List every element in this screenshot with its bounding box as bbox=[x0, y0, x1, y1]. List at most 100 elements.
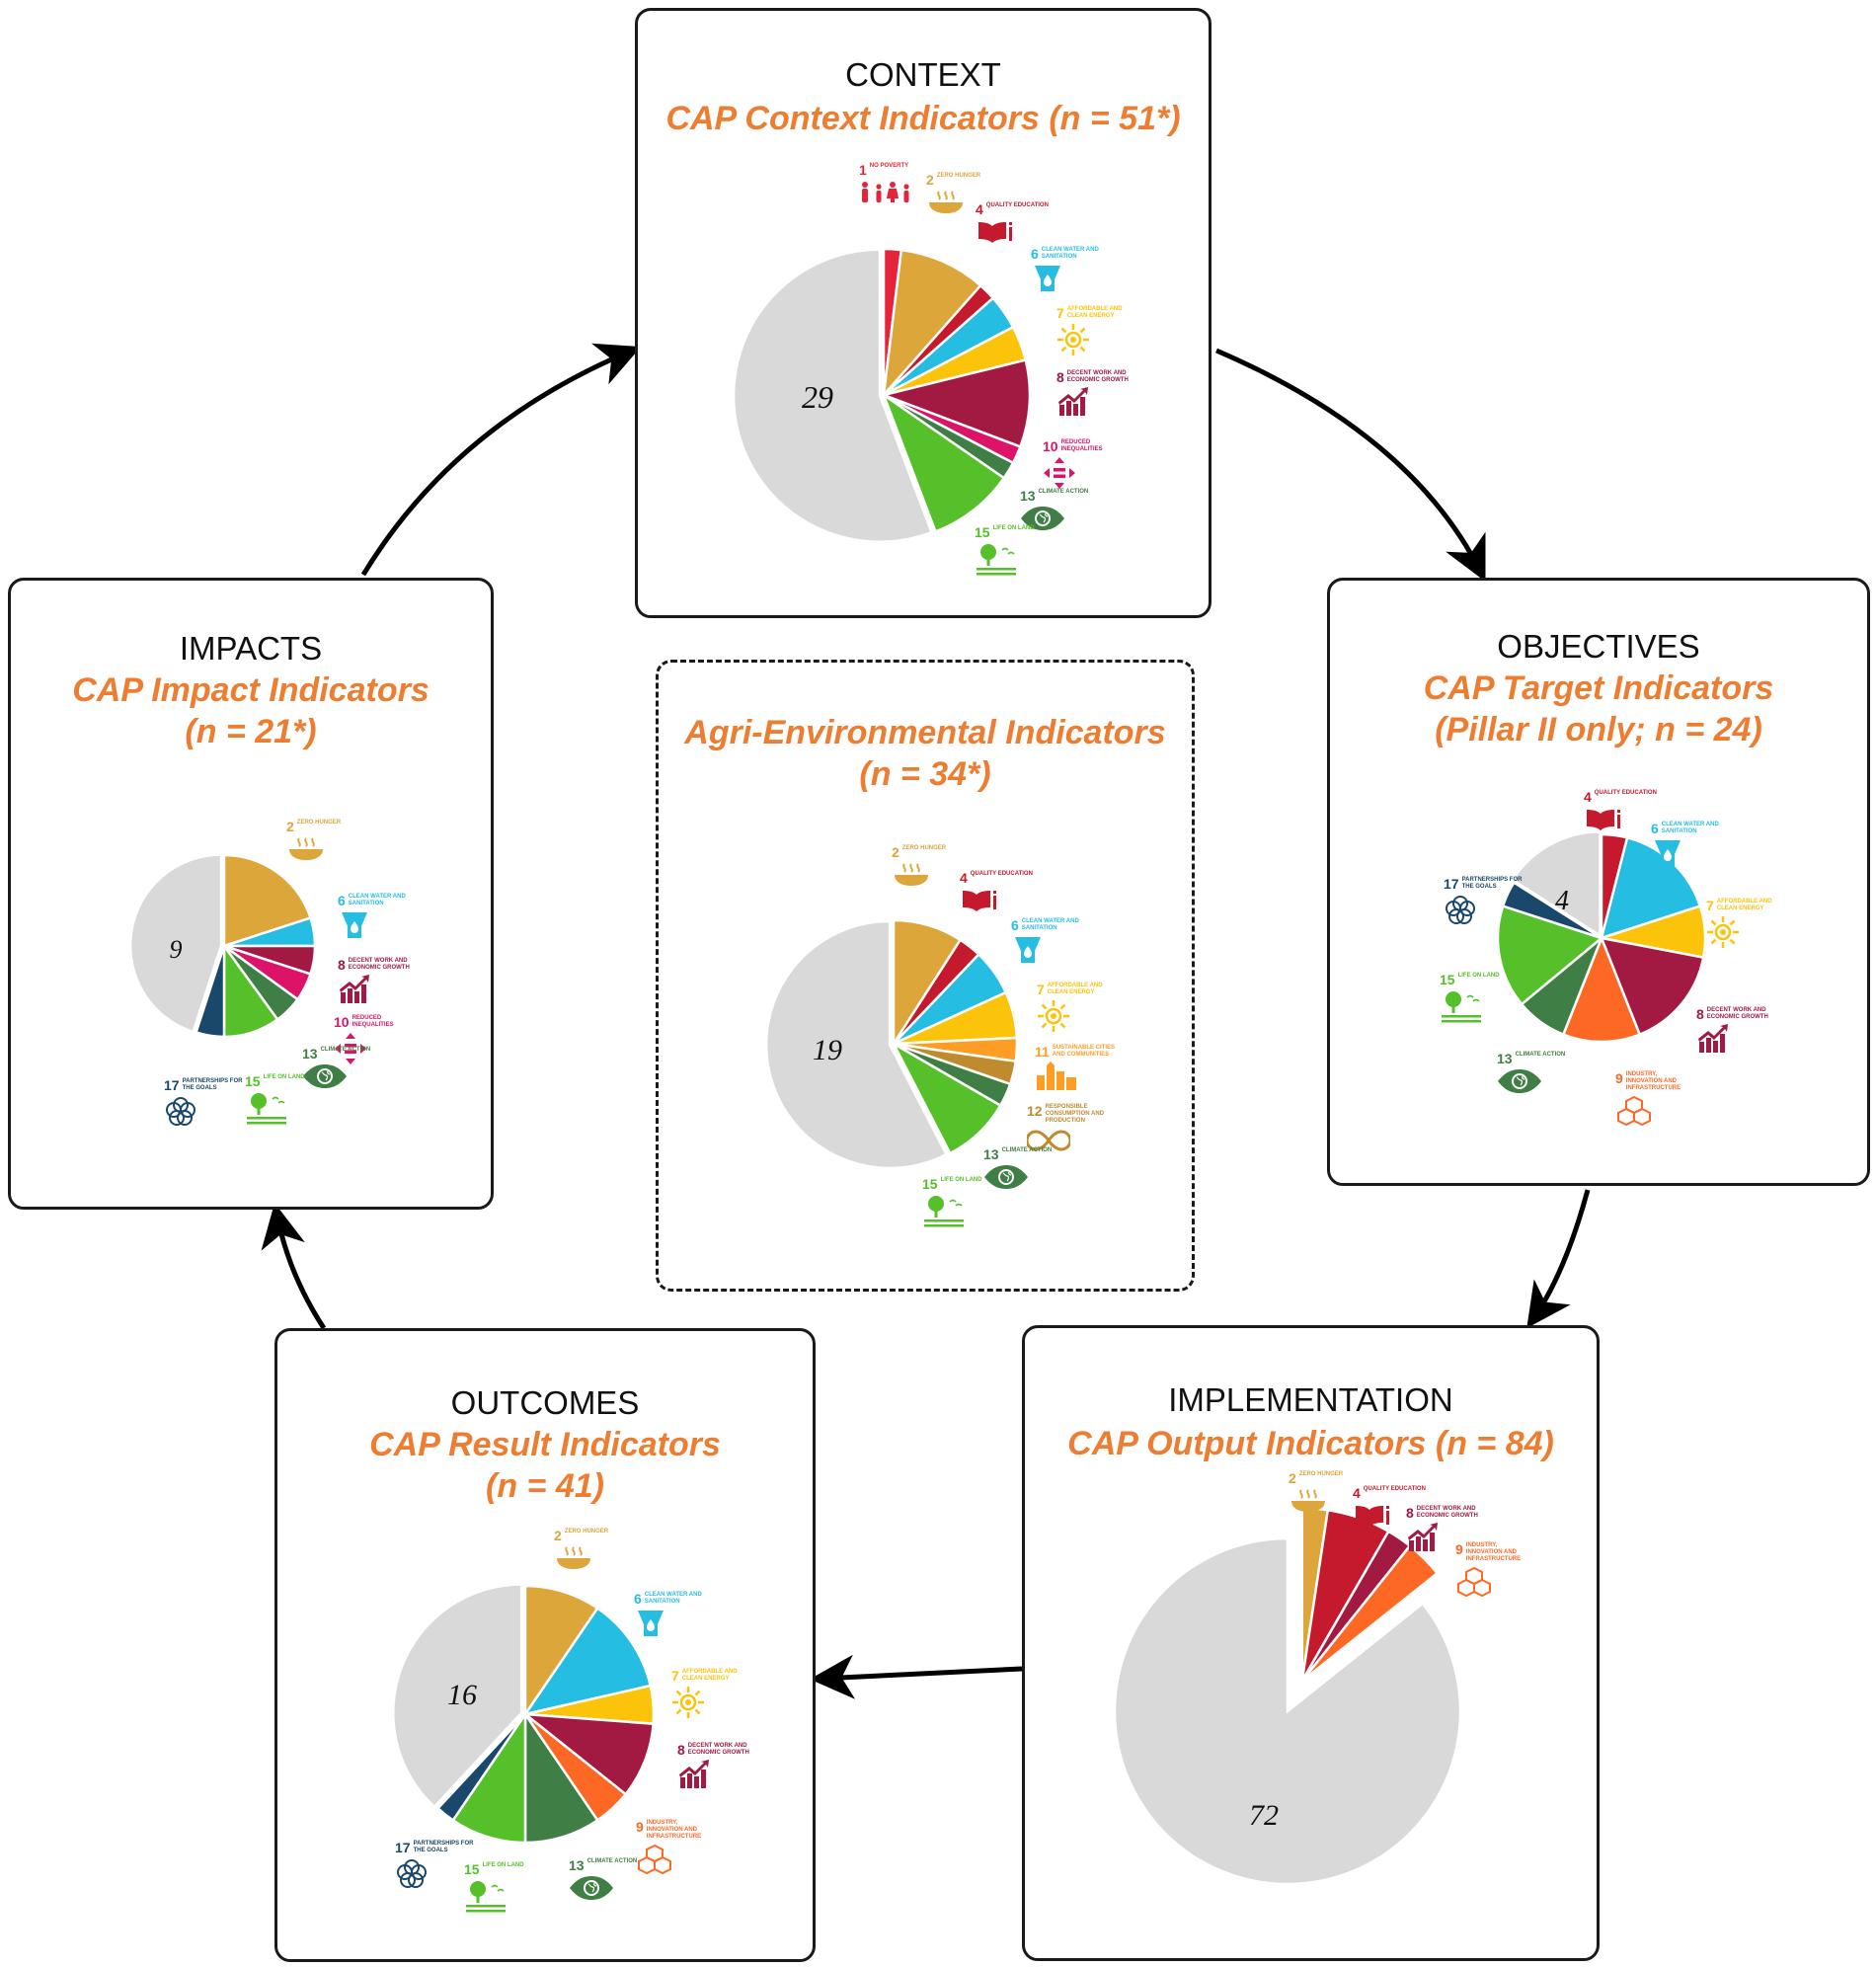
context-pie-chart: 29 bbox=[732, 247, 1032, 543]
sdg-number: 13 bbox=[1020, 488, 1036, 504]
sdg-number: 12 bbox=[1027, 1103, 1043, 1119]
sdg-title: AFFORDABLE AND CLEAN ENERGY bbox=[1066, 306, 1123, 319]
sdg-title: CLEAN WATER AND SANITATION bbox=[1021, 918, 1079, 931]
impacts-pie-chart: 9 bbox=[128, 853, 317, 1039]
sdg-title: AFFORDABLE AND CLEAN ENERGY bbox=[681, 1669, 738, 1682]
buildings-icon bbox=[1035, 1062, 1183, 1091]
outcomes-slice-sdg-8 bbox=[521, 1712, 655, 1796]
sdg-number: 10 bbox=[334, 1014, 350, 1030]
objectives-slice-sdg-17 bbox=[1501, 881, 1602, 940]
sdg-title: INDUSTRY, INNOVATION AND INFRASTRUCTURE bbox=[1625, 1071, 1681, 1091]
sdg-title: DECENT WORK AND ECONOMIC GROWTH bbox=[1066, 370, 1129, 383]
sdg-title: QUALITY EDUCATION bbox=[985, 202, 1049, 208]
sun-icon bbox=[1706, 915, 1854, 949]
bowl-icon bbox=[1289, 1488, 1437, 1514]
eye-globe-icon bbox=[1497, 1068, 1645, 1094]
sdg-number: 15 bbox=[464, 1861, 480, 1877]
sdg-number: 7 bbox=[1706, 898, 1714, 913]
eye-globe-icon bbox=[302, 1063, 450, 1089]
sdg-title: CLIMATE ACTION bbox=[586, 1858, 638, 1864]
sdg-title: DECENT WORK AND ECONOMIC GROWTH bbox=[1416, 1506, 1478, 1519]
sdg-title: CLEAN WATER AND SANITATION bbox=[1661, 822, 1719, 834]
sdg-number: 13 bbox=[983, 1146, 999, 1162]
tree-icon bbox=[922, 1194, 1070, 1227]
outcomes-other-count: 16 bbox=[447, 1679, 477, 1711]
sdg-title: QUALITY EDUCATION bbox=[970, 871, 1033, 877]
objectives-slice-sdg-9 bbox=[1561, 934, 1642, 1044]
sdg-number: 4 bbox=[1584, 789, 1592, 805]
sdg-title: CLEAN WATER AND SANITATION bbox=[348, 894, 406, 906]
water-drop-icon bbox=[1031, 264, 1179, 293]
water-drop-icon bbox=[338, 910, 486, 940]
outcomes-pie-chart: 16 bbox=[392, 1583, 656, 1845]
sdg-number: 2 bbox=[286, 819, 294, 834]
sdg-number: 15 bbox=[245, 1073, 261, 1089]
sun-icon bbox=[1056, 323, 1205, 356]
water-drop-icon bbox=[1651, 838, 1799, 868]
sdg-number: 8 bbox=[1406, 1505, 1414, 1521]
equality-icon bbox=[334, 1032, 482, 1065]
sdg-number: 8 bbox=[1056, 369, 1064, 385]
sdg-title: CLEAN WATER AND SANITATION bbox=[1041, 247, 1099, 260]
objectives-pie-chart: 4 bbox=[1496, 830, 1707, 1044]
sdg-number: 17 bbox=[395, 1840, 411, 1855]
sdg-title: LIFE ON LAND bbox=[482, 1862, 524, 1868]
sdg-number: 6 bbox=[1651, 821, 1659, 836]
bowl-icon bbox=[554, 1545, 702, 1571]
sdg-title: REDUCED INEQUALITIES bbox=[352, 1015, 394, 1028]
sdg-title: REDUCED INEQUALITIES bbox=[1060, 439, 1103, 452]
sdg-number: 2 bbox=[554, 1528, 562, 1543]
sdg-number: 1 bbox=[859, 162, 867, 178]
sdg-number: 15 bbox=[1440, 972, 1455, 987]
sdg-title: PARTNERSHIPS FOR THE GOALS bbox=[182, 1078, 243, 1091]
sun-icon bbox=[671, 1686, 820, 1719]
growth-chart-icon bbox=[338, 975, 486, 1004]
agri-pie-chart: 19 bbox=[764, 918, 1019, 1170]
implementation-subtitle: CAP Output Indicators (n = 84) bbox=[1067, 1425, 1554, 1462]
agri-slice-other bbox=[764, 919, 949, 1170]
sdg-number: 8 bbox=[677, 1742, 685, 1758]
growth-chart-icon bbox=[1056, 387, 1205, 417]
context-slice-sdg-8 bbox=[879, 358, 1032, 449]
people-icon bbox=[859, 180, 1007, 205]
agri-slice-sdg-15 bbox=[890, 1040, 1002, 1155]
water-drop-icon bbox=[1011, 935, 1159, 965]
sdg-title: LIFE ON LAND bbox=[940, 1177, 982, 1183]
infinity-icon bbox=[1027, 1128, 1175, 1153]
sdg-title: QUALITY EDUCATION bbox=[1594, 790, 1657, 796]
sdg-title: RESPONSIBLE CONSUMPTION AND PRODUCTION bbox=[1045, 1104, 1105, 1124]
cubes-icon bbox=[1455, 1566, 1603, 1600]
bowl-icon bbox=[286, 836, 434, 862]
sdg-title: DECENT WORK AND ECONOMIC GROWTH bbox=[687, 1743, 749, 1756]
outcomes-slice-sdg-2 bbox=[523, 1584, 599, 1719]
sdg-number: 2 bbox=[1289, 1470, 1296, 1486]
sdg-title: CLIMATE ACTION bbox=[1038, 489, 1089, 495]
